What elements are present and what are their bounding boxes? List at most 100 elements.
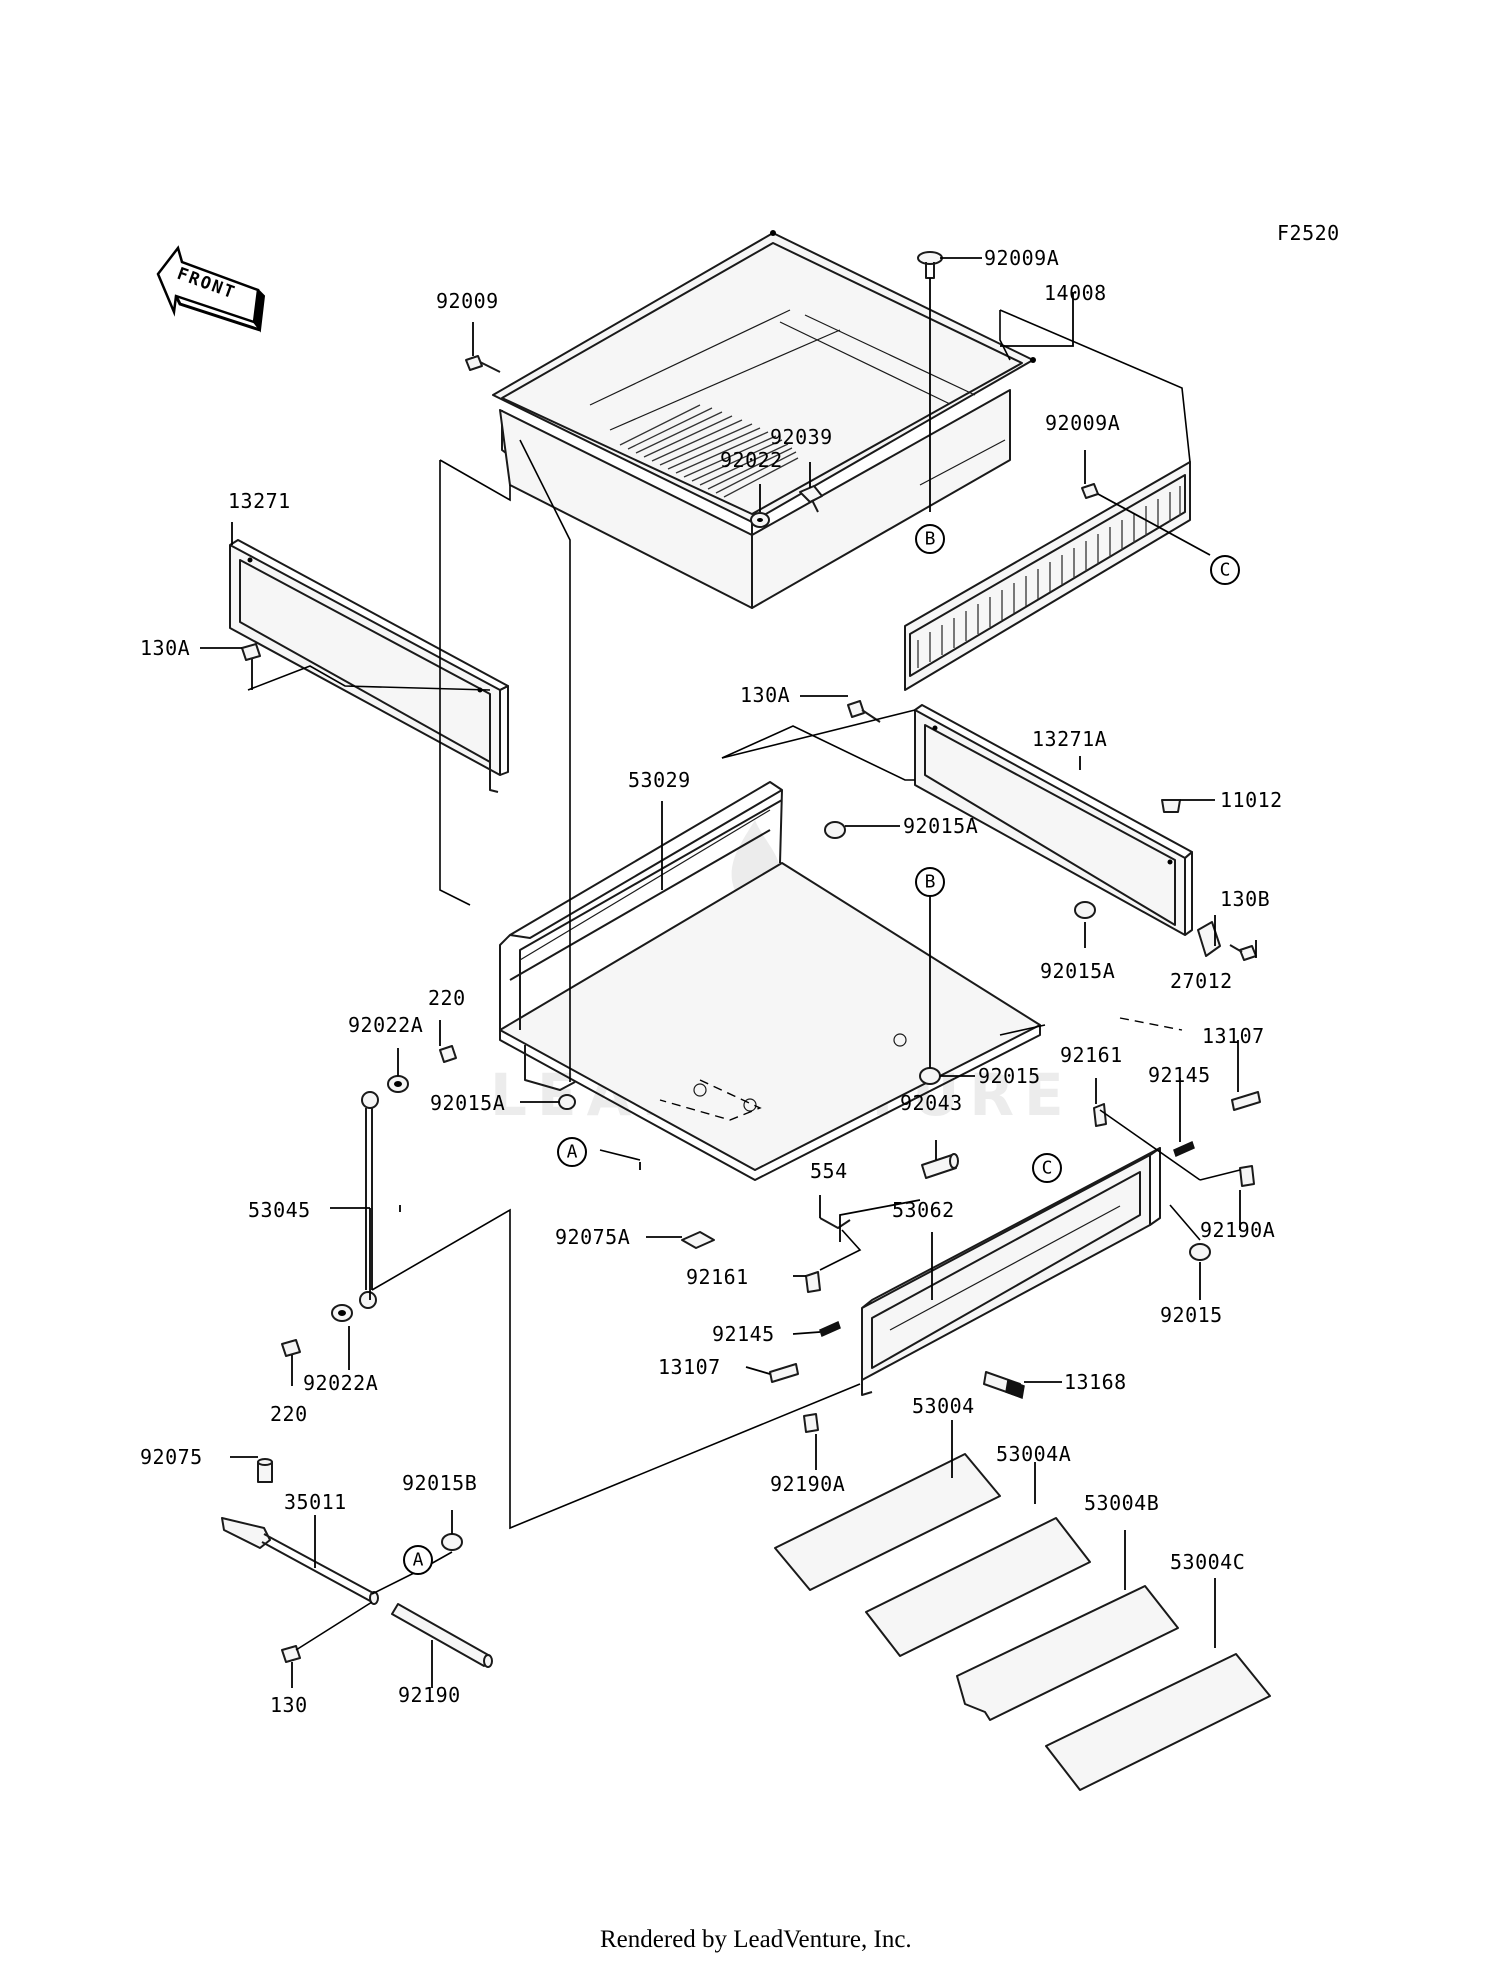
ref-circle-B-floor: B xyxy=(915,867,945,897)
part-label-92161-right: 92161 xyxy=(1060,1043,1123,1067)
mat-53004C xyxy=(1045,1653,1271,1791)
cap-92075-icon xyxy=(257,1458,273,1483)
svg-text:C: C xyxy=(1042,1158,1053,1179)
part-label-92015A-top: 92015A xyxy=(903,814,978,838)
washer-92022-icon xyxy=(750,512,770,528)
part-label-130: 130 xyxy=(270,1693,308,1717)
washer-92022A-bottom-icon xyxy=(331,1304,353,1322)
bolt-92009A-top-icon xyxy=(917,251,943,279)
ref-circle-A-floor: A xyxy=(557,1137,587,1167)
part-label-92190A-bottom: 92190A xyxy=(770,1472,845,1496)
ref-circle-C-tailgate: C xyxy=(1032,1153,1062,1183)
part-label-220-top: 220 xyxy=(428,986,466,1010)
side-panel-13271 xyxy=(229,539,509,793)
part-label-53062: 53062 xyxy=(892,1198,955,1222)
part-label-35011: 35011 xyxy=(284,1490,347,1514)
bushing-92190-icon xyxy=(391,1603,493,1668)
part-label-92015A-left: 92015A xyxy=(430,1091,505,1115)
part-label-130A-right: 130A xyxy=(740,683,790,707)
part-label-13107-right: 13107 xyxy=(1202,1024,1265,1048)
hinge-92161-right-icon xyxy=(1093,1103,1107,1127)
part-label-53004B: 53004B xyxy=(1084,1491,1159,1515)
part-label-130B: 130B xyxy=(1220,887,1270,911)
bolt-220-top-icon xyxy=(439,1045,457,1063)
part-label-53004: 53004 xyxy=(912,1394,975,1418)
part-label-92009: 92009 xyxy=(436,289,499,313)
diagram-code: F2520 xyxy=(1277,221,1340,245)
part-label-11012: 11012 xyxy=(1220,788,1283,812)
part-label-92075A: 92075A xyxy=(555,1225,630,1249)
nut-92015A-right-icon xyxy=(1074,901,1096,919)
assembly-guide-lines xyxy=(247,309,1241,1651)
bolt-220-bottom-icon xyxy=(281,1339,301,1357)
pin-92043-icon xyxy=(921,1153,959,1179)
part-label-92043: 92043 xyxy=(900,1091,963,1115)
svg-text:B: B xyxy=(925,872,936,893)
part-label-92022: 92022 xyxy=(720,448,783,472)
cap-92075A-icon xyxy=(681,1231,715,1249)
bolt-92009-icon xyxy=(465,355,501,373)
nut-92015-right-icon xyxy=(1189,1243,1211,1261)
clip-554-icon xyxy=(819,1217,851,1229)
part-labels: 92009A 14008 92009 92009A 92039 92022 13… xyxy=(140,246,1283,1717)
cap-11012-icon xyxy=(1161,799,1181,813)
part-label-53029: 53029 xyxy=(628,768,691,792)
part-label-53045: 53045 xyxy=(248,1198,311,1222)
part-label-92190A-right: 92190A xyxy=(1200,1218,1275,1242)
ref-circle-C-top: C xyxy=(1210,555,1240,585)
bolt-130-icon xyxy=(281,1645,301,1663)
part-label-92039: 92039 xyxy=(770,425,833,449)
svg-text:A: A xyxy=(413,1550,424,1571)
nut-92015A-left-icon xyxy=(558,1094,576,1110)
front-arrow-icon: FRONT xyxy=(156,245,266,333)
link-53045 xyxy=(359,1091,379,1309)
hinge-92161-left-icon xyxy=(805,1271,821,1293)
part-label-92022A-top: 92022A xyxy=(348,1013,423,1037)
part-label-92075: 92075 xyxy=(140,1445,203,1469)
bushing-92190A-right-icon xyxy=(1239,1165,1255,1187)
svg-text:B: B xyxy=(925,529,936,550)
part-label-13271: 13271 xyxy=(228,489,291,513)
mat-53004B xyxy=(956,1585,1179,1721)
part-label-14008: 14008 xyxy=(1044,281,1107,305)
bolt-92009A-rear-icon xyxy=(1081,483,1099,499)
part-label-554: 554 xyxy=(810,1159,848,1183)
part-label-92145-left: 92145 xyxy=(712,1322,775,1346)
part-label-92190: 92190 xyxy=(398,1683,461,1707)
svg-text:C: C xyxy=(1220,560,1231,581)
svg-text:A: A xyxy=(567,1142,578,1163)
part-label-92022A-bottom: 92022A xyxy=(303,1371,378,1395)
part-label-92015-center: 92015 xyxy=(978,1064,1041,1088)
part-label-130A-left: 130A xyxy=(140,636,190,660)
rear-guard-panel xyxy=(904,461,1191,691)
spring-92145-left-icon xyxy=(819,1320,841,1338)
bolt-130B-icon xyxy=(1229,944,1257,961)
part-label-92009A-rear: 92009A xyxy=(1045,411,1120,435)
part-label-92009A: 92009A xyxy=(984,246,1059,270)
part-label-92145-right: 92145 xyxy=(1148,1063,1211,1087)
bolt-130A-right-icon xyxy=(847,700,881,723)
bracket-27012-icon xyxy=(1197,921,1221,957)
part-label-92015-right: 92015 xyxy=(1160,1303,1223,1327)
part-label-13107-left: 13107 xyxy=(658,1355,721,1379)
part-label-92161-left: 92161 xyxy=(686,1265,749,1289)
part-label-220-bottom: 220 xyxy=(270,1402,308,1426)
ref-circle-A-lever: A xyxy=(403,1545,433,1575)
ref-circle-B-top: B xyxy=(915,524,945,554)
part-label-13271A: 13271A xyxy=(1032,727,1107,751)
tailgate-53062 xyxy=(861,1147,1161,1396)
part-label-53004C: 53004C xyxy=(1170,1550,1245,1574)
floor-53029 xyxy=(499,781,1041,1181)
leader-lines xyxy=(200,257,1257,1688)
spring-92145-right-icon xyxy=(1173,1140,1195,1158)
bolt-130A-left-icon xyxy=(241,643,261,690)
bushing-92190A-bottom-icon xyxy=(803,1413,819,1433)
handle-13168-icon xyxy=(983,1371,1025,1400)
side-panel-13271A xyxy=(914,704,1193,936)
mat-53004 xyxy=(774,1453,1001,1591)
pin-13107-left-icon xyxy=(769,1363,799,1383)
part-label-13168: 13168 xyxy=(1064,1370,1127,1394)
part-label-92015A-right: 92015A xyxy=(1040,959,1115,983)
pin-13107-right-icon xyxy=(1231,1091,1261,1111)
